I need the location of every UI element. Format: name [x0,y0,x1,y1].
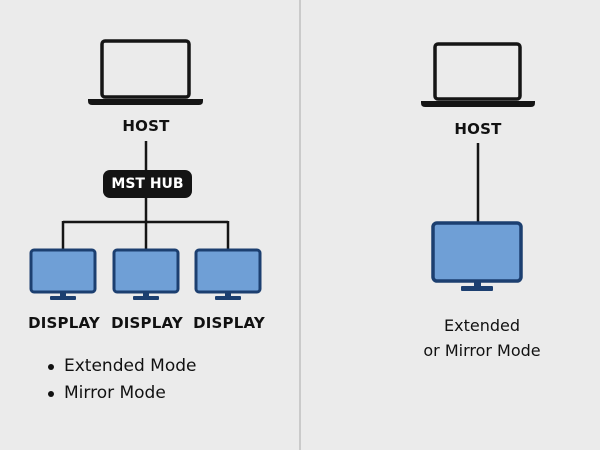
display-label-2: DISPLAY [111,314,183,332]
monitor-icon-display-2 [112,248,180,300]
connector-lines-left [61,141,230,250]
monitor-icon-display-1 [29,248,97,300]
mode-list: Extended Mode Mirror Mode [48,353,196,407]
host-label-right: HOST [454,120,502,138]
mode-caption-line-2: or Mirror Mode [423,341,541,360]
display-label-1: DISPLAY [28,314,100,332]
mode-list-item-extended: Extended Mode [48,353,196,380]
mode-caption: Extended or Mirror Mode [400,313,564,363]
display-label-3: DISPLAY [193,314,265,332]
mode-list-item-mirror: Mirror Mode [48,380,196,407]
laptop-icon-left [88,39,203,105]
monitor-icon-right [431,221,523,291]
laptop-icon-right [421,42,535,107]
mode-caption-line-1: Extended [444,316,520,335]
host-label-left: HOST [122,117,170,135]
mst-hub-badge: MST HUB [103,170,192,198]
monitor-icon-display-3 [194,248,262,300]
